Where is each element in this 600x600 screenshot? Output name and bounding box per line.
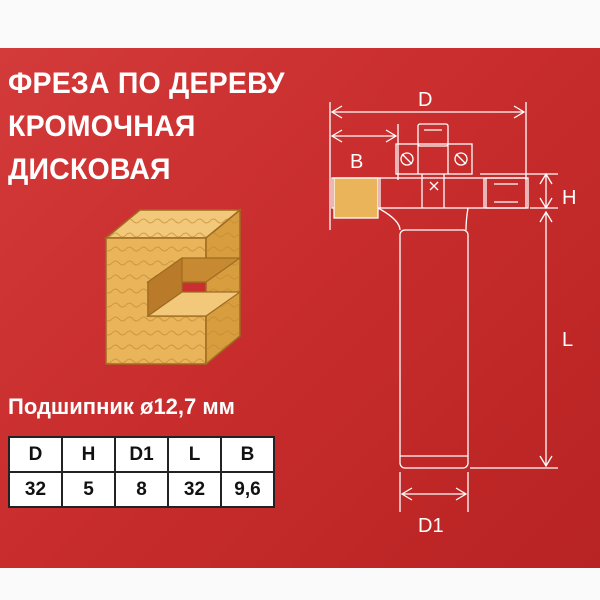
table-value-cell: 9,6 — [220, 471, 275, 508]
title-line-1: ФРЕЗА ПО ДЕРЕВУ — [8, 67, 285, 100]
table-value-cell: 32 — [8, 471, 63, 508]
dimension-label-H: H — [562, 187, 576, 209]
table-value-cell: 32 — [167, 471, 222, 508]
product-title: ФРЕЗА ПО ДЕРЕВУ КРОМОЧНАЯ ДИСКОВАЯ — [8, 62, 285, 191]
spec-table: D H D1 L B 32 5 8 32 9,6 — [8, 436, 275, 508]
table-value-cell: 5 — [61, 471, 116, 508]
table-header-cell: L — [167, 436, 222, 473]
table-row: D H D1 L B — [8, 436, 275, 473]
table-value-cell: 8 — [114, 471, 169, 508]
table-header-cell: B — [220, 436, 275, 473]
table-header-cell: H — [61, 436, 116, 473]
table-header-cell: D1 — [114, 436, 169, 473]
bearing-spec: Подшипник ø12,7 мм — [8, 394, 235, 419]
title-line-2: КРОМОЧНАЯ — [8, 110, 196, 143]
table-row: 32 5 8 32 9,6 — [8, 471, 275, 508]
table-header-cell: D — [8, 436, 63, 473]
wood-block-icon — [103, 208, 243, 366]
title-line-3: ДИСКОВАЯ — [8, 153, 171, 186]
dimension-label-L: L — [562, 329, 573, 351]
cutter-dimension-drawing: D B H L D1 — [329, 89, 576, 537]
dimension-label-B: B — [350, 151, 363, 173]
dimension-label-D1: D1 — [418, 515, 444, 537]
dimension-label-D: D — [418, 89, 432, 111]
